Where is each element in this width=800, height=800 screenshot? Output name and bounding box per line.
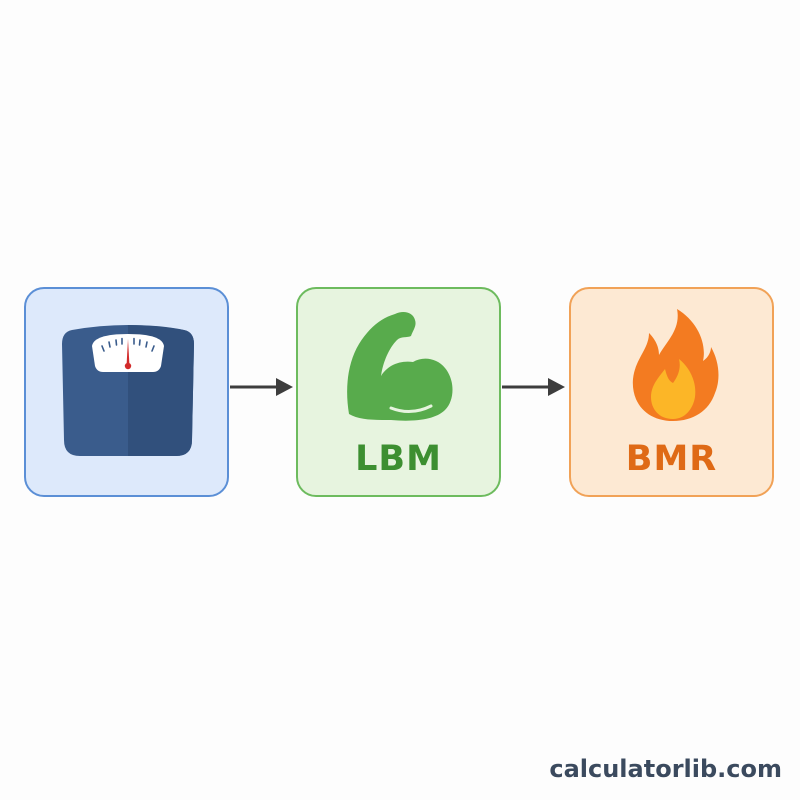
site-watermark: calculatorlib.com — [549, 755, 782, 783]
connector-arrow-1 — [230, 378, 293, 396]
step-box-lbm: LBM — [296, 287, 501, 497]
flame-icon — [632, 309, 719, 421]
flexed-bicep-icon — [347, 312, 453, 421]
step-label-lbm: LBM — [355, 439, 442, 479]
step-box-scale — [24, 287, 229, 497]
bathroom-scale-icon — [62, 325, 194, 456]
step-box-bmr: BMR — [569, 287, 774, 497]
connector-arrow-2 — [502, 378, 565, 396]
step-label-bmr: BMR — [625, 439, 718, 479]
